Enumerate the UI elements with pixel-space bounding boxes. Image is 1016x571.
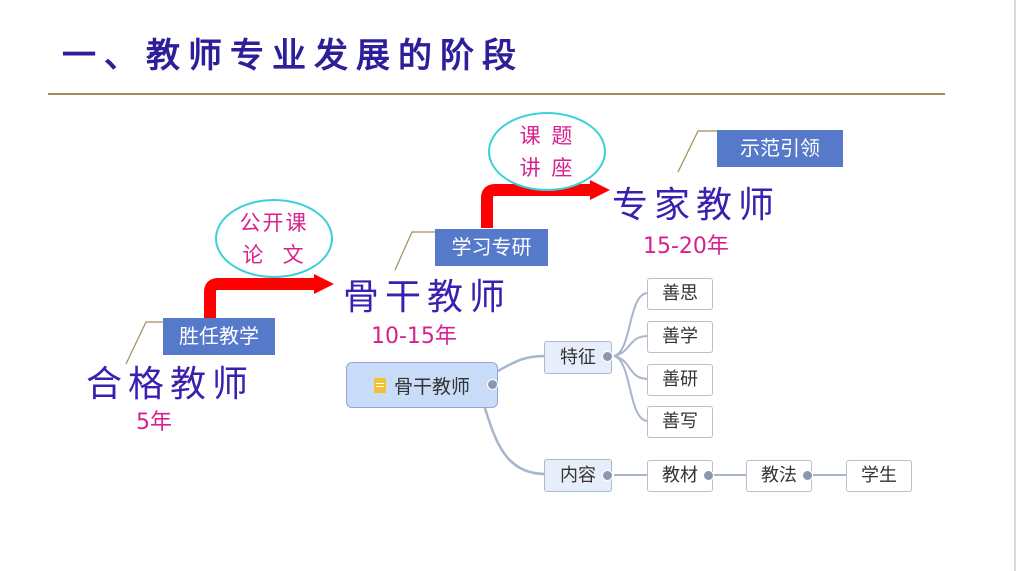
stage-name-backbone: 骨干教师 bbox=[343, 277, 512, 318]
collapse-toggle-method-icon[interactable] bbox=[802, 470, 813, 481]
mindmap-root-label: 骨干教师 bbox=[393, 375, 470, 398]
stage-years-backbone: 10-15年 bbox=[371, 324, 457, 349]
slide-edge bbox=[1014, 0, 1016, 571]
tag-qualified: 胜任教学 bbox=[163, 318, 275, 355]
mindmap-feature-item[interactable]: 善思 bbox=[647, 278, 713, 310]
mindmap-feature-item[interactable]: 善研 bbox=[647, 364, 713, 396]
tag-callout-3 bbox=[677, 130, 718, 173]
oval-1-line-2: 论 文 bbox=[242, 242, 306, 267]
slide-title: 一、教师专业发展的阶段 bbox=[62, 36, 524, 76]
step-arrow-2-head bbox=[590, 180, 610, 200]
mm-link-root-features bbox=[491, 354, 546, 376]
oval-1-line-1: 公开课 bbox=[239, 210, 309, 235]
step-arrow-2 bbox=[481, 184, 592, 228]
mindmap-feature-item[interactable]: 善学 bbox=[647, 321, 713, 353]
stage-name-expert: 专家教师 bbox=[612, 185, 781, 226]
mm-link-feature-2 bbox=[613, 335, 649, 357]
oval-2-line-1: 课 题 bbox=[519, 123, 575, 148]
step-arrow-1-head bbox=[314, 274, 334, 294]
tag-backbone: 学习专研 bbox=[435, 229, 548, 266]
tag-callout-1 bbox=[125, 321, 164, 365]
tag-expert: 示范引领 bbox=[717, 130, 843, 167]
document-icon bbox=[373, 377, 386, 393]
stage-years-expert: 15-20年 bbox=[643, 234, 729, 259]
mm-link-feature-1 bbox=[613, 292, 649, 357]
collapse-toggle-features-icon[interactable] bbox=[602, 351, 613, 362]
mindmap-content-item[interactable]: 学生 bbox=[846, 460, 912, 492]
collapse-toggle-content-icon[interactable] bbox=[602, 470, 613, 481]
oval-project-lecture: 课 题 讲 座 bbox=[488, 112, 606, 191]
collapse-toggle-root-icon[interactable] bbox=[487, 379, 498, 390]
mm-link-feature-4 bbox=[613, 355, 649, 422]
mindmap-root-node[interactable]: 骨干教师 bbox=[346, 362, 498, 408]
title-divider bbox=[48, 93, 945, 95]
stage-years-qualified: 5年 bbox=[136, 410, 172, 435]
mindmap-feature-item[interactable]: 善写 bbox=[647, 406, 713, 438]
stage-name-qualified: 合格教师 bbox=[86, 364, 255, 405]
collapse-toggle-textbook-icon[interactable] bbox=[703, 470, 714, 481]
tag-callout-2 bbox=[394, 231, 436, 271]
mindmap-content-item[interactable]: 教材 bbox=[647, 460, 713, 492]
oval-open-class-thesis: 公开课 论 文 bbox=[215, 199, 333, 278]
mm-link-root-content bbox=[482, 404, 546, 476]
step-arrow-1 bbox=[204, 278, 318, 322]
oval-2-line-2: 讲 座 bbox=[519, 155, 575, 180]
